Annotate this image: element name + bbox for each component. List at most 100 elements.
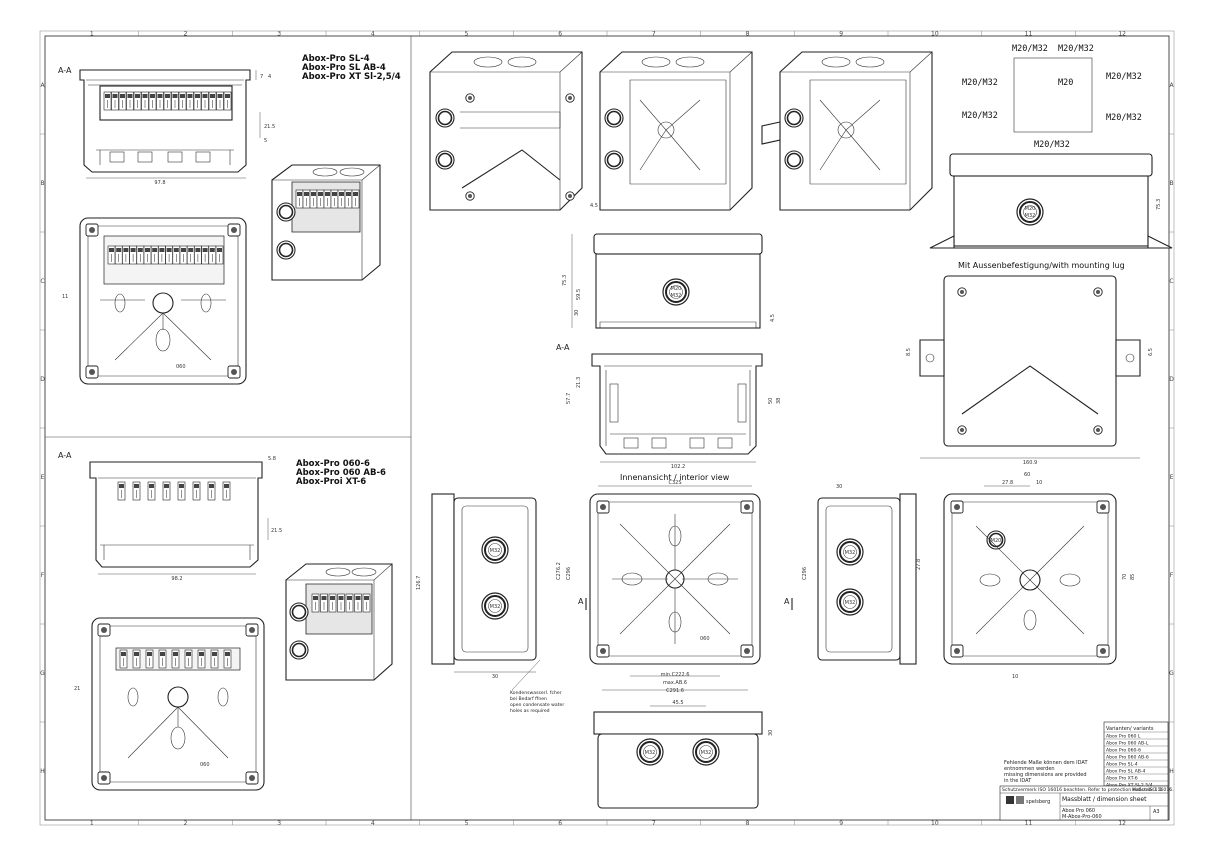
variant-row: Abox Pro XT-6 [1106,776,1138,782]
cond-note-3: open condensate water [510,702,564,708]
terminal-block [132,481,141,501]
dim-lug-r: 6.5 [1148,348,1154,356]
terminal-block [172,245,181,265]
dim-lug-h: 8.5 [906,348,912,356]
dim-front-h: 75.3 [562,275,568,286]
dim-right-low: 30 [836,484,842,490]
interior-view-label: Innenansicht / interior view [620,473,730,482]
terminal-block [163,91,172,111]
ls-gland-1: M32 [490,548,501,554]
section-arrow-right: A [784,597,790,606]
dim-sec-r1: 50 [768,398,774,404]
gland-tl: M20/M32 [1012,44,1048,54]
dim-right-h: C296 [802,567,808,580]
variant-bl-2: Abox-Pro 060 AB-6 [296,468,386,478]
terminal-block [223,649,232,669]
dim-tl-d2: 4 [268,74,271,80]
terminal-block [111,91,119,111]
note-4: in the IDAT [1004,778,1032,784]
scale-label: Maßstab: 1:1 [1132,787,1162,793]
terminal-block [295,189,304,209]
grid-row-label: E [41,474,45,481]
left-side-view: M32 M32 126.7 30 Kondenswasserl. fcher b… [416,493,564,714]
grid-col-label: 3 [277,31,281,38]
section-arrow-left: A [578,597,584,606]
middle-views: M20 M32 75.3 59.5 30 4.5 A-A 102.2 57.7 … [416,233,917,809]
grid-col-label: 9 [839,820,843,827]
plan-view-bl: 060 21 [74,617,265,791]
gland-r2: M20/M32 [1106,113,1142,123]
base-gland: M20 [991,538,1002,544]
lug-gland-top: M20 [1025,206,1036,212]
grid-col-label: 5 [465,31,469,38]
variant-bl-3: Abox-Proi XT-6 [296,477,366,487]
dim-bl-width: 98.2 [171,576,182,582]
section-view-tl: 97.8 7 4 21.5 5 [79,69,275,186]
terminal-block [143,245,152,265]
terminal-block [192,481,201,501]
terminal-block [179,245,188,265]
dim-lug-w: 160.9 [1023,460,1037,466]
terminal-block [165,245,174,265]
terminal-block [216,91,224,111]
mark-bl: 060 [200,762,210,768]
terminal-block [193,91,202,111]
terminal-block [320,593,328,613]
grid-row-label: B [1169,180,1173,187]
variant-row: Abox Pro SL AB-4 [1106,769,1146,775]
terminal-block [201,91,209,111]
grid-col-label: 2 [184,31,188,38]
terminal-block [309,189,318,209]
grid-col-label: 8 [746,31,750,38]
terminal-block [119,649,128,669]
gland-r1: M20/M32 [1106,72,1142,82]
grid-row-label: G [40,670,45,677]
dim-tl-d4: 5 [264,138,267,144]
terminal-block [147,481,156,501]
front-gland-bottom: M32 [671,293,682,299]
gland-layout-diagram: M20/M32 M20/M32 M20/M32 M20 M20/M32 M20/… [962,44,1142,150]
variant-tl-3: Abox-Pro XT Sl-2,5/4 [302,72,401,82]
terminal-block [337,593,345,613]
variant-tl-1: Abox-Pro SL-4 [302,54,370,64]
dim-base-c: 60 [1024,472,1030,478]
variant-bl-1: Abox-Pro 060-6 [296,459,370,469]
lug-title: Mit Aussenbefestigung/with mounting lug [958,261,1125,270]
terminal-block [344,189,353,209]
variant-row: Abox Pro 060 AB-6 [1106,755,1149,761]
dim-bl-side: 21 [74,686,80,692]
mark-tl: 060 [176,364,186,370]
bv-gland-2: M32 [701,750,712,756]
grid-col-label: 8 [746,820,750,827]
dim-iso-r: 4.5 [590,203,598,209]
brand-logo: spelsberg [1006,796,1050,805]
terminal-block [129,245,138,265]
dim-front-r: 4.5 [770,314,776,322]
terminal-block [197,649,206,669]
grid-col-label: 12 [1118,31,1126,38]
dim-left-b: 30 [492,674,498,680]
terminal-block [316,189,325,209]
terminal-block [178,91,187,111]
mark-mid: 060 [700,636,710,642]
variant-list-tl: Abox-Pro SL-4 Abox-Pro SL AB-4 Abox-Pro … [302,54,401,82]
grid-row-label: E [1170,474,1174,481]
terminal-block [171,91,179,111]
variants-header: Varianten/ variants [1106,726,1154,732]
terminal-block [158,649,167,669]
grid-col-label: 3 [277,820,281,827]
grid-col-label: 6 [558,31,562,38]
iso-open-box-lugs [761,51,933,211]
grid-col-label: 12 [1118,820,1126,827]
grid-row-label: D [1169,376,1174,383]
lug-side-view: M20 M32 75.3 [929,153,1173,249]
terminal-block [157,245,166,265]
terminal-block [323,189,332,209]
note-3: missing dimensions are provided [1004,772,1087,778]
cond-note-4: holes as required [510,708,550,714]
variant-row: Abox Pro 060-6 [1106,748,1141,754]
drawing-number: M-Abox-Pro-060 [1062,814,1102,820]
dim-lug-side-h: 75.3 [1156,199,1162,210]
